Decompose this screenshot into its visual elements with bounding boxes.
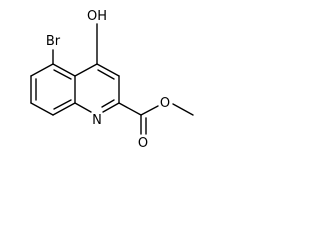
atom-labels: Br OH N O O [46, 9, 170, 151]
double-bond-c2-n1 [101, 99, 115, 108]
bond-c2-ester-carbon [118, 102, 142, 116]
double-bond-c4a-c5 [53, 69, 72, 80]
bond-c4a-c4 [74, 63, 98, 77]
bond-ester-o-methyl [172, 103, 194, 116]
atom-label-bromine: Br [46, 34, 61, 49]
double-bond-c8-c8a [53, 99, 72, 110]
bond-c2-n1 [102, 102, 120, 113]
bond-c5-c6 [30, 63, 54, 77]
pyridine-ring [74, 63, 120, 113]
bond-c7-c8 [30, 102, 54, 116]
chemical-structure: Br OH N O O [30, 9, 194, 151]
atom-label-ring-nitrogen: N [92, 113, 102, 128]
bond-c8-c8a [52, 102, 76, 116]
atom-label-ester-oxygen: O [160, 96, 170, 111]
double-bond-c4-c3 [97, 69, 115, 80]
bond-c4-c3 [96, 63, 120, 77]
bond-c4a-c5 [52, 63, 76, 77]
atom-label-carbonyl-oxygen: O [138, 136, 148, 151]
bond-n1-c8a [74, 102, 92, 113]
atom-label-hydroxyl: OH [87, 9, 107, 24]
bond-ester-carbon-ester-o [140, 105, 159, 116]
benzene-ring [30, 63, 76, 116]
substituent-bonds [52, 23, 194, 135]
